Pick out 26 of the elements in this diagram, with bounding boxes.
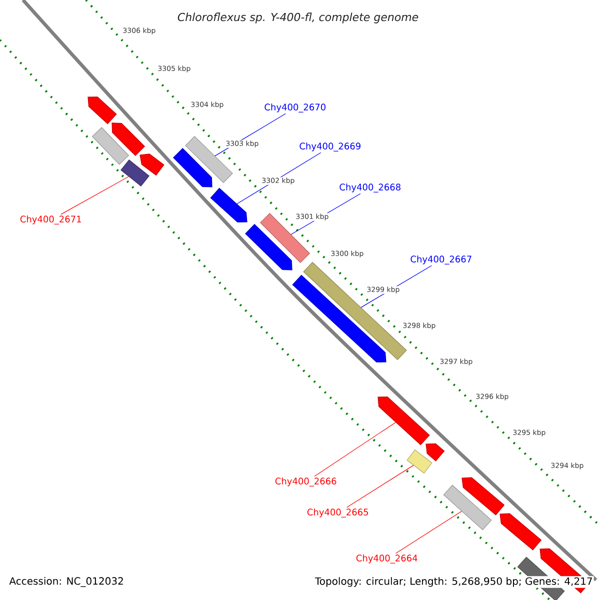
gene-label: Chy400_2667 <box>410 256 472 264</box>
leader-line <box>395 510 462 554</box>
leader-line <box>346 465 414 508</box>
gene-block <box>292 274 386 362</box>
gene-label: Chy400_2669 <box>300 142 360 152</box>
gene-block <box>426 443 445 462</box>
gene-block <box>120 160 150 186</box>
gene-block <box>378 396 430 446</box>
accession-text: Accession: NC_012032 <box>9 577 123 587</box>
gene-block <box>500 513 542 550</box>
gene-block <box>210 188 248 222</box>
leader-line <box>314 422 396 477</box>
gene-label: Chy400_2666 <box>275 478 336 486</box>
gene-label: Chy400_2664 <box>356 554 418 564</box>
gene-label: Chy400_2668 <box>340 184 400 192</box>
gene-block <box>112 122 146 156</box>
title: Chloroflexus sp. Y-400-fl, complete genome <box>178 12 418 24</box>
gene-label: Chy400_2665 <box>307 508 368 518</box>
gene-label: Chy400_2670 <box>264 104 326 112</box>
gene-block <box>462 477 505 516</box>
summary-text: Topology: circular; Length: 5,268,950 bp; Genes: 4,217 <box>314 576 594 588</box>
gene-block <box>140 154 164 176</box>
leader-line <box>60 176 129 215</box>
gene-block <box>443 484 492 530</box>
gene-label: Chy400_2671 <box>20 216 81 224</box>
gene-block <box>88 96 117 124</box>
